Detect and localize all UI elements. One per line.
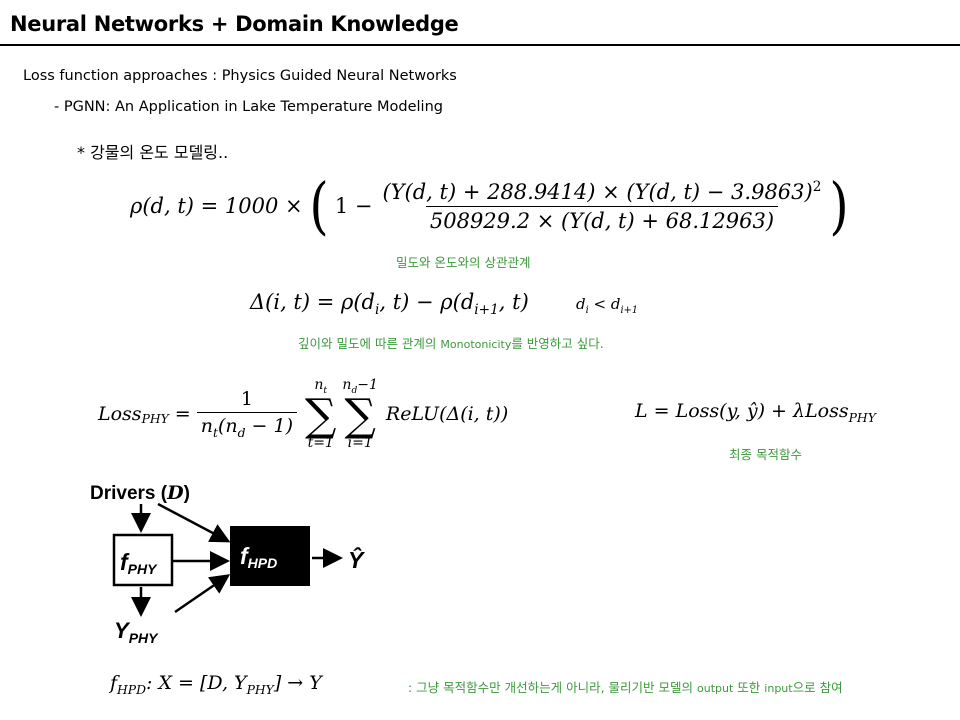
sum-symbol-outer: ∑ [305,389,337,441]
monotonicity-note-post: 를 반영하고 싶다. [511,336,604,351]
bottom-note-output: output [697,682,734,695]
sum-symbol-inner: ∑ [344,389,376,441]
loss-equals: = [174,403,191,425]
loss-lhs-sub: PHY [141,412,169,426]
total-loss-formula: L = Loss(y, ŷ) + λLossPHY [635,400,876,425]
density-lhs: ρ(d, t) = 1000 × [130,194,303,218]
sum-inner-top-n: n [342,376,352,393]
delta-sub-i: i [375,302,380,319]
fhpd-end: ] → Y [273,672,322,694]
model-diagram: Drivers (D) fPHY fHPD Ŷ YPHY [90,482,366,646]
delta-formula: Δ(i, t) = ρ(di, t) − ρ(di+1, t) [250,290,529,318]
density-denominator: 508929.2 × (Y(d, t) + 68.12963) [425,206,779,233]
final-objective-note: 최종 목적함수 [729,447,802,462]
sum-outer-bottom: t=1 [307,435,334,452]
bottom-note-e: 으로 참여 [792,680,843,695]
density-note: 밀도와 온도와의 상관관계 [396,255,531,270]
sum-outer-top-n: n [314,376,324,393]
fhpd-mapping-formula: fHPD: X = [D, YPHY] → Y [110,672,322,697]
yhat-label: Ŷ [348,546,366,573]
delta-end: , t) [498,290,529,314]
sum-outer-top-sub: t [323,385,328,396]
loss-lhs: Loss [98,403,142,425]
monotonicity-note: 깊이와 밀도에 따른 관계의 Monotonicity를 반영하고 싶다. [298,333,604,352]
loss-frac-numerator: 1 [240,388,253,411]
delta-lhs: Δ(i, t) = ρ(d [250,290,375,314]
delta-sub-i1: i+1 [474,302,499,319]
den-t: t [212,425,218,440]
cond-sub-i: i [585,305,589,316]
delta-mid: , t) − ρ(d [379,290,475,314]
fhpd-rest: : X = [D, Y [146,672,247,694]
bottom-note-a: : 그냥 목적함수만 개선하는게 아니라, 물리기반 모델의 [408,680,694,695]
sum-outer: nt ∑ t=1 [305,377,336,451]
density-one: 1 − [334,194,373,218]
sum-inner-top-tail: −1 [357,376,378,393]
den-nd: (n [217,415,238,438]
relu-term: ReLU(Δ(i, t)) [385,403,509,425]
fphy-label: fPHY [120,549,158,577]
loss-frac-denominator: nt(nd − 1) [196,412,297,440]
section-heading: Loss function approaches : Physics Guide… [23,68,457,84]
cond-lt: < d [588,295,621,313]
density-fraction: (Y(d, t) + 288.9414) × (Y(d, t) − 3.9863… [378,179,825,233]
fhpd-ysub: PHY [246,682,274,697]
title-underline [0,44,960,46]
fhpd-label: fHPD [240,543,277,571]
bottom-note-c: 또한 [737,680,761,695]
total-loss-sub: PHY [848,410,876,425]
yphy-label: YPHY [114,618,159,646]
density-numerator-text: (Y(d, t) + 288.9414) × (Y(d, t) − 3.9863… [382,180,813,204]
subheading: - PGNN: An Application in Lake Temperatu… [54,99,443,115]
fhpd-sub: HPD [117,682,147,697]
fhpd-box [230,526,310,586]
bullet-text: * 강물의 온도 모델링.. [77,143,229,162]
sum-inner: nd−1 ∑ i=1 [342,377,378,451]
sum-inner-top: nd−1 [342,377,378,396]
den-n: n [200,415,213,438]
density-numerator: (Y(d, t) + 288.9414) × (Y(d, t) − 3.9863… [378,179,825,206]
cond-d: d [576,295,586,313]
bottom-note-input: input [764,682,793,695]
den-d: d [237,425,246,440]
cond-sub-i1: i+1 [620,305,638,316]
bottom-note: : 그냥 목적함수만 개선하는게 아니라, 물리기반 모델의 output 또한… [408,677,843,696]
left-paren: ( [309,169,329,242]
sum-inner-bottom: i=1 [347,435,373,452]
drivers-label: Drivers (D) [90,482,190,504]
monotonicity-word: Monotonicity [440,338,512,351]
arrow-drivers-to-fhpd [157,502,231,543]
sum-inner-top-sub: d [351,385,358,396]
arrow-yphy-to-fhpd [174,574,231,614]
right-paren: ) [829,169,850,242]
page-title: Neural Networks + Domain Knowledge [10,12,459,36]
sum-outer-top: nt [314,377,327,396]
monotonicity-note-pre: 깊이와 밀도에 따른 관계의 [298,336,437,351]
loss-fraction: 1 nt(nd − 1) [196,388,297,440]
den-minus-one: − 1) [245,415,293,438]
depth-condition: di < di+1 [576,295,638,316]
total-loss-text: L = Loss(y, ŷ) + λLoss [635,400,849,422]
density-exponent: 2 [812,179,822,195]
density-formula: ρ(d, t) = 1000 × ( 1 − (Y(d, t) + 288.94… [130,170,852,242]
fhpd-f: f [110,672,118,694]
